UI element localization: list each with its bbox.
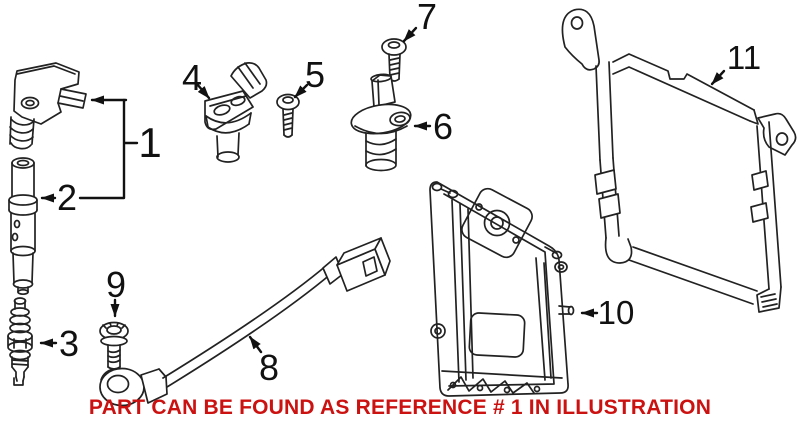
callout-5: 5: [293, 54, 325, 99]
camshaft-sensor-illustration: [204, 62, 268, 163]
screw-illustration-5: [276, 93, 300, 138]
crankshaft-sensor-illustration: [350, 73, 412, 172]
callout-10: 10: [580, 294, 635, 331]
callout-4: 4: [182, 57, 211, 100]
callout-9: 9: [106, 264, 126, 318]
screw-illustration-7: [381, 38, 407, 82]
spark-plug-illustration: [7, 297, 33, 386]
callout-1-number: 1: [138, 119, 161, 166]
coil-boot-illustration: [8, 157, 38, 296]
ecu-module-illustration: [429, 181, 575, 397]
callout-3-number: 3: [59, 323, 79, 364]
callout-8: 8: [248, 335, 279, 388]
callout-10-number: 10: [598, 294, 635, 331]
callout-3: 3: [39, 323, 79, 364]
callout-5-number: 5: [305, 54, 325, 95]
bolt-illustration: [99, 321, 129, 370]
ignition-coil-illustration: [9, 62, 87, 150]
callout-1: 1: [78, 95, 162, 200]
callout-4-number: 4: [182, 57, 202, 98]
callout-9-number: 9: [106, 264, 126, 305]
reference-caption: PART CAN BE FOUND AS REFERENCE # 1 IN IL…: [88, 396, 712, 419]
callout-7-number: 7: [417, 0, 437, 37]
callout-2-number: 2: [57, 177, 77, 218]
ecu-bracket-illustration: [561, 8, 797, 313]
callout-11-number: 11: [727, 39, 761, 76]
knock-sensor-harness-illustration: [99, 237, 391, 407]
callout-2: 2: [40, 177, 77, 218]
callout-6-number: 6: [433, 106, 453, 147]
callout-8-number: 8: [259, 347, 279, 388]
callout-6: 6: [413, 106, 453, 147]
callout-7: 7: [402, 0, 437, 43]
callout-11: 11: [710, 39, 761, 86]
